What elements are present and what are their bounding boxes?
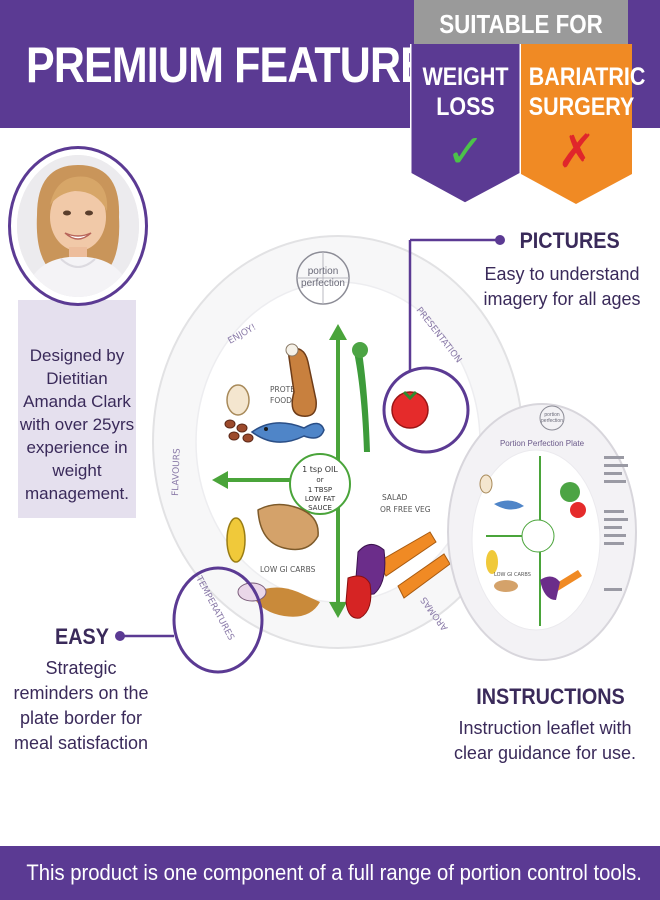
- designer-bio-text: Designed by Dietitian Amanda Clark with …: [19, 346, 135, 503]
- instructions-text: Instruction leaflet with clear guidance …: [453, 718, 637, 763]
- footer-text: This product is one component of a full …: [26, 860, 642, 885]
- easy-title: EASY: [54, 624, 109, 649]
- bariatric-banner-shape: [521, 44, 632, 204]
- instruction-leaflet: portion perfection Portion Perfection Pl…: [447, 403, 637, 661]
- svg-text:FLAVOURS: FLAVOURS: [171, 448, 183, 496]
- weight-loss-label: WEIGHT LOSS: [422, 63, 509, 121]
- pictures-title: PICTURES: [519, 228, 620, 253]
- weight-loss-banner-shape: [410, 44, 521, 206]
- svg-text:PROTEIN: PROTEIN: [270, 385, 303, 394]
- footer-bar: This product is one component of a full …: [0, 846, 660, 900]
- leaflet-title: Portion Perfection Plate: [500, 439, 585, 448]
- designer-photo: [8, 146, 148, 306]
- svg-text:LOW FAT: LOW FAT: [305, 495, 336, 503]
- suitable-for-label-box: SUITABLE FOR: [410, 0, 632, 52]
- svg-text:perfection: perfection: [301, 278, 345, 289]
- easy-text: Strategic reminders on the plate border …: [13, 658, 149, 753]
- plate-brand: portion: [308, 266, 339, 277]
- svg-text:portion: portion: [544, 412, 560, 418]
- svg-text:SAUCE: SAUCE: [308, 504, 332, 512]
- svg-text:FOODS: FOODS: [270, 396, 297, 405]
- suitable-for-label: SUITABLE FOR: [439, 9, 603, 39]
- svg-text:OR FREE VEG: OR FREE VEG: [380, 505, 431, 514]
- cross-icon: ✗: [557, 125, 596, 177]
- svg-text:1 tsp OIL: 1 tsp OIL: [302, 465, 338, 474]
- svg-text:1 TBSP: 1 TBSP: [308, 486, 332, 494]
- portrait-image: [17, 155, 139, 297]
- weight-loss-banner: WEIGHT LOSS ✓: [410, 44, 521, 206]
- svg-text:LOW GI CARBS: LOW GI CARBS: [494, 572, 531, 578]
- svg-text:perfection: perfection: [541, 418, 563, 424]
- pictures-text: Easy to understand imagery for all ages: [483, 264, 641, 309]
- svg-text:SALAD: SALAD: [382, 493, 408, 502]
- designer-bio-box: Designed by Dietitian Amanda Clark with …: [18, 300, 136, 518]
- instructions-title: INSTRUCTIONS: [476, 684, 625, 709]
- page-title: PREMIUM FEATURES: [26, 37, 457, 93]
- check-icon: ✓: [446, 125, 485, 177]
- bariatric-surgery-banner: BARIATRIC SURGERY ✗: [521, 44, 645, 206]
- svg-text:or: or: [316, 476, 323, 484]
- svg-text:LOW GI CARBS: LOW GI CARBS: [260, 565, 316, 574]
